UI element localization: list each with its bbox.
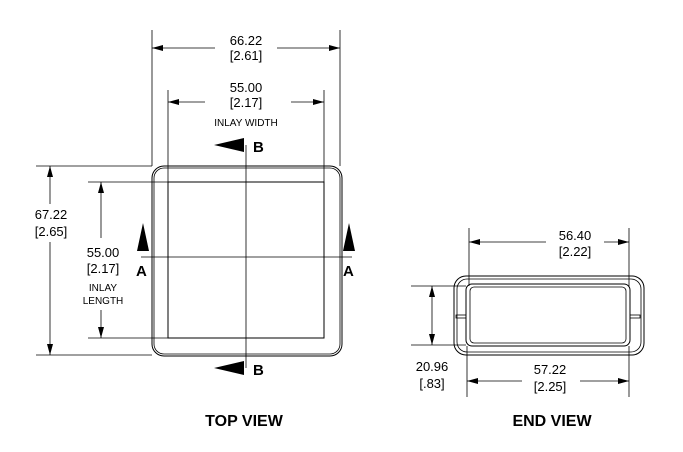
overall-length-mm: 67.22	[35, 207, 68, 222]
end-view-outer-outline	[453, 275, 645, 356]
overall-width-mm: 66.22	[230, 33, 263, 48]
inlay-length-label-2: LENGTH	[83, 296, 124, 307]
outer-width-arrow-left	[467, 378, 478, 384]
inner-width-mm: 56.40	[559, 228, 592, 243]
section-a-right-label: A	[343, 263, 354, 280]
overall-length-arrow-top	[47, 166, 53, 177]
inlay-length-mm: 55.00	[87, 245, 120, 260]
section-a-left-label: A	[136, 263, 147, 280]
outer-width-in: [2.25]	[534, 379, 567, 394]
inner-width-arrow-right	[618, 239, 629, 245]
section-a-left-arrow	[137, 223, 149, 251]
overall-length-arrow-bottom	[47, 344, 53, 355]
overall-width-arrow-left	[152, 45, 163, 51]
inlay-length-arrow-bottom	[98, 327, 104, 338]
section-b-top-label: B	[253, 139, 264, 156]
top-view-outer-outline-inner	[153, 167, 341, 355]
section-b-top-arrow	[214, 138, 244, 152]
inlay-length-label-1: INLAY	[89, 283, 117, 294]
inner-width-in: [2.22]	[559, 244, 592, 259]
overall-length-in: [2.65]	[35, 224, 68, 239]
end-view-inner-outline	[465, 283, 631, 347]
outer-width-arrow-right	[618, 378, 629, 384]
height-arrow-bottom	[429, 334, 435, 345]
end-view-outer-outline-2	[456, 278, 642, 353]
inlay-length-in: [2.17]	[87, 261, 120, 276]
inlay-length-arrow-top	[98, 182, 104, 193]
outer-width-mm: 57.22	[534, 362, 567, 377]
height-in: [.83]	[419, 376, 444, 391]
height-arrow-top	[429, 286, 435, 297]
height-mm: 20.96	[416, 359, 449, 374]
inlay-width-label: INLAY WIDTH	[214, 118, 278, 129]
end-view-title: END VIEW	[512, 413, 592, 430]
top-view-title: TOP VIEW	[205, 413, 284, 430]
overall-width-in: [2.61]	[230, 48, 263, 63]
section-a-right-arrow	[343, 223, 355, 251]
inlay-width-mm: 55.00	[230, 80, 263, 95]
inlay-width-arrow-left	[168, 99, 179, 105]
top-view-outer-outline	[151, 165, 343, 357]
top-view: B B A A 66.22 [2.61] 55.00 [2.17] INLAY …	[28, 30, 355, 430]
inlay-width-arrow-right	[313, 99, 324, 105]
section-b-bottom-arrow	[214, 361, 244, 375]
end-view-notch-right	[629, 314, 641, 319]
inlay-width-in: [2.17]	[230, 95, 263, 110]
inner-width-arrow-left	[469, 239, 480, 245]
end-view: 56.40 [2.22] 57.22 [2.25] 20.96 [.83] EN…	[411, 226, 645, 430]
end-view-inner-outline-2	[469, 286, 627, 344]
overall-width-arrow-right	[329, 45, 340, 51]
end-view-notch-left	[455, 314, 467, 319]
section-b-bottom-label: B	[253, 362, 264, 379]
